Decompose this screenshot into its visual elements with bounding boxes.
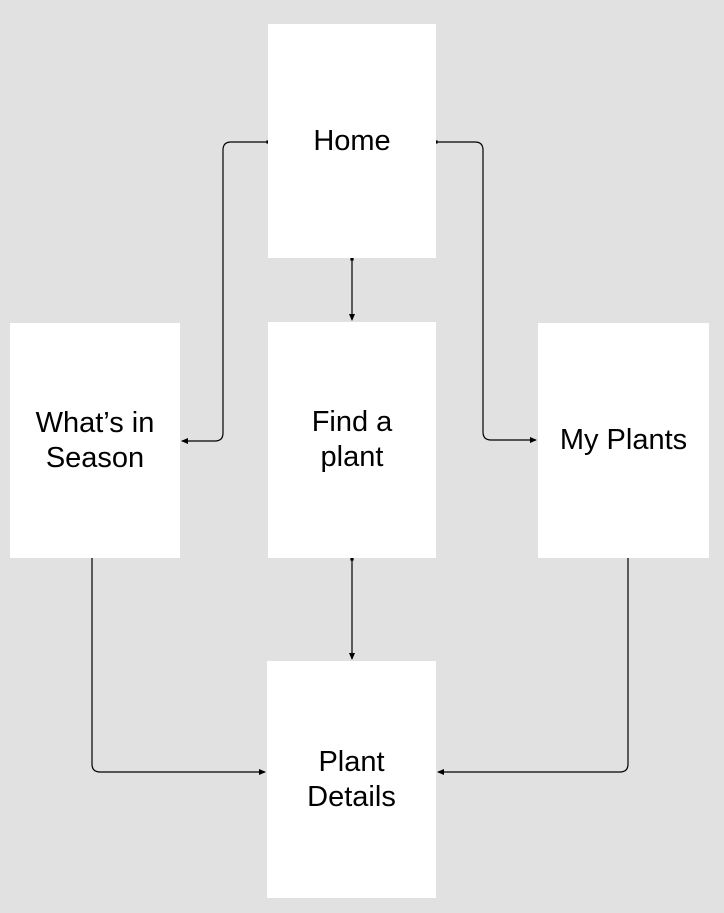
node-find-a-plant-label: Find a plant: [311, 406, 393, 473]
node-my-plants-label: My Plants: [559, 424, 688, 456]
connector-whats-in-season-to-plant-details: [91, 558, 266, 775]
connector-home-to-my-plants: [434, 140, 537, 443]
node-whats-in-season[interactable]: What’s in Season: [10, 323, 180, 558]
node-home-label: Home: [313, 124, 391, 157]
node-find-a-plant[interactable]: Find a plant: [268, 322, 436, 558]
node-home[interactable]: Home: [268, 24, 436, 258]
connector-my-plants-to-plant-details: [437, 558, 629, 775]
connector-home-to-whats-in-season: [181, 140, 270, 444]
node-whats-in-season-label: What’s in Season: [35, 406, 155, 474]
node-plant-details-label: Plant Details: [307, 745, 396, 813]
node-my-plants[interactable]: My Plants: [538, 323, 709, 558]
node-plant-details[interactable]: Plant Details: [267, 661, 436, 898]
